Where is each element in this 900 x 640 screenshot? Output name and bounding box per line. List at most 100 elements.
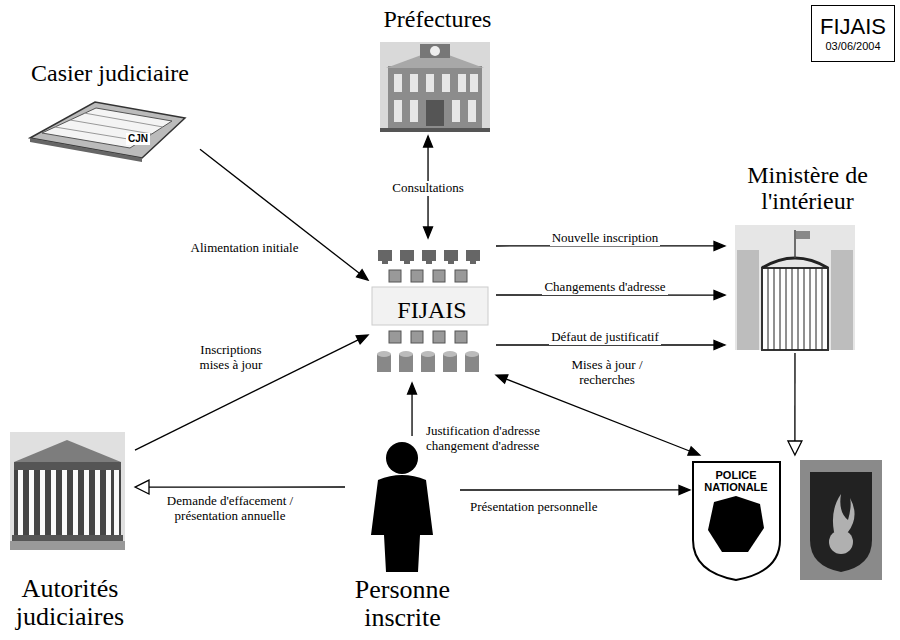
- prefecture-building-part: [442, 74, 450, 92]
- prefecture-building-part: [380, 42, 490, 132]
- title-box: FIJAIS03/06/2004: [811, 5, 895, 62]
- flow-arrow: [135, 480, 345, 494]
- arrow-line: [460, 489, 679, 490]
- courthouse-building-part: [73, 470, 78, 535]
- prefecture-building: [380, 42, 490, 132]
- courthouse-building-part: [12, 535, 123, 541]
- server-cluster-part: [466, 250, 480, 261]
- arrow-head: [688, 447, 700, 455]
- node-text: POLICE NATIONALE: [700, 469, 772, 493]
- server-cluster-part: [389, 331, 401, 343]
- edge-label-holder: Justification d'adresse changement d'adr…: [424, 424, 552, 454]
- ministry-gate-part: [831, 250, 853, 350]
- prefecture-building-part: [426, 74, 434, 92]
- edge-label: Inscriptions mises à jour: [186, 343, 276, 373]
- server-cluster: [372, 250, 488, 372]
- server-cluster-part: [378, 250, 392, 261]
- ministry-gate-part: [762, 258, 828, 268]
- ministry-gate-part: [786, 268, 787, 350]
- arrow-line: [794, 353, 795, 441]
- arrow-head: [788, 441, 802, 455]
- node-text: Ministère de l'intérieur: [731, 162, 884, 215]
- courthouse-building-part: [10, 432, 125, 550]
- server-cluster-part: [399, 351, 413, 357]
- server-cluster-part: [443, 351, 457, 357]
- edge-label: Nouvelle inscription: [550, 231, 661, 246]
- node-text: Préfectures: [384, 6, 492, 32]
- prefecture-building-part: [380, 128, 490, 132]
- server-cluster-part: [433, 331, 445, 343]
- ministry-gate-part: [794, 230, 796, 258]
- ministry-node: Ministère de l'intérieur: [725, 158, 890, 353]
- node-text: Personne inscrite: [347, 576, 458, 633]
- casier-building-part: [30, 102, 185, 158]
- police-badges-part: [800, 460, 882, 580]
- edge-label: Mises à jour / recherches: [558, 358, 656, 388]
- prefecture-building-part: [430, 46, 440, 56]
- server-cluster-part: [421, 351, 435, 357]
- edge-label: Demande d'effacement / présentation annu…: [150, 494, 310, 524]
- label-holder: CJN: [126, 128, 150, 146]
- prefecture-building-part: [452, 100, 460, 122]
- arrow-head: [135, 480, 149, 494]
- police-badges-part: [708, 496, 764, 552]
- server-cluster-part: [455, 331, 467, 343]
- edge-label-holder: Demande d'effacement / présentation annu…: [150, 494, 310, 524]
- police-badges-part: [810, 472, 872, 572]
- database-node: FIJAIS: [368, 238, 496, 383]
- police-node: POLICE NATIONALE: [690, 455, 885, 583]
- ministry-gate-part: [796, 231, 810, 239]
- edge-label-holder: Mises à jour / recherches: [558, 358, 656, 388]
- courthouse-building-part: [29, 470, 34, 535]
- casier-building-part: [84, 113, 163, 127]
- prefecture-building-part: [410, 74, 418, 92]
- casier-node: Casier judiciaire: [20, 58, 200, 163]
- courthouse-building: [10, 432, 125, 550]
- courthouse-building-part: [10, 541, 125, 550]
- edge-label: Défaut de justificatif: [549, 330, 661, 345]
- casier-building-part: [42, 108, 172, 148]
- edge-label: Alimentation initiale: [189, 241, 301, 256]
- prefecture-node: Préfectures: [370, 4, 505, 136]
- casier-building-part: [70, 120, 152, 134]
- illustration-label: CJN: [126, 133, 150, 145]
- edge-label: Consultations: [390, 181, 466, 196]
- arrow-line: [135, 340, 358, 450]
- node-text: 03/06/2004: [825, 40, 880, 52]
- courthouse-building-part: [114, 470, 119, 535]
- police-badges-part: [693, 462, 780, 580]
- flow-arrow: [408, 383, 417, 436]
- courthouse-building-part: [106, 470, 111, 535]
- casier-building: [30, 102, 185, 162]
- arrow-head: [357, 270, 368, 280]
- arrow-line: [411, 394, 412, 436]
- ministry-gate-part: [810, 268, 811, 350]
- flow-arrow: [460, 485, 690, 494]
- server-cluster-part: [426, 261, 432, 264]
- arrow-head: [714, 291, 725, 300]
- prefecture-building-part: [420, 44, 450, 58]
- server-cluster-part: [377, 351, 391, 357]
- ministry-gate-part: [792, 268, 793, 350]
- courthouse-building-part: [18, 470, 23, 535]
- ministry-gate-part: [768, 268, 769, 350]
- flow-arrow: [135, 335, 368, 450]
- ministry-gate-part: [780, 268, 781, 350]
- server-cluster-part: [372, 287, 488, 325]
- node-text: FIJAIS: [820, 15, 886, 39]
- arrow-head: [714, 341, 725, 350]
- person-silhouette-part: [371, 475, 433, 572]
- prefecture-building-part: [388, 66, 482, 130]
- courthouse-building-part: [51, 470, 56, 535]
- arrow-head: [424, 227, 433, 238]
- flow-arrow: [200, 149, 368, 280]
- server-cluster-part: [400, 250, 414, 261]
- courthouse-building-part: [14, 440, 121, 462]
- edge-label-holder: Changements d'adresse: [520, 277, 690, 295]
- server-cluster-part: [382, 261, 388, 264]
- courthouse-building-part: [62, 470, 67, 535]
- server-cluster-part: [444, 250, 458, 261]
- courthouse-building-part: [14, 462, 121, 470]
- arrow-head: [424, 136, 433, 147]
